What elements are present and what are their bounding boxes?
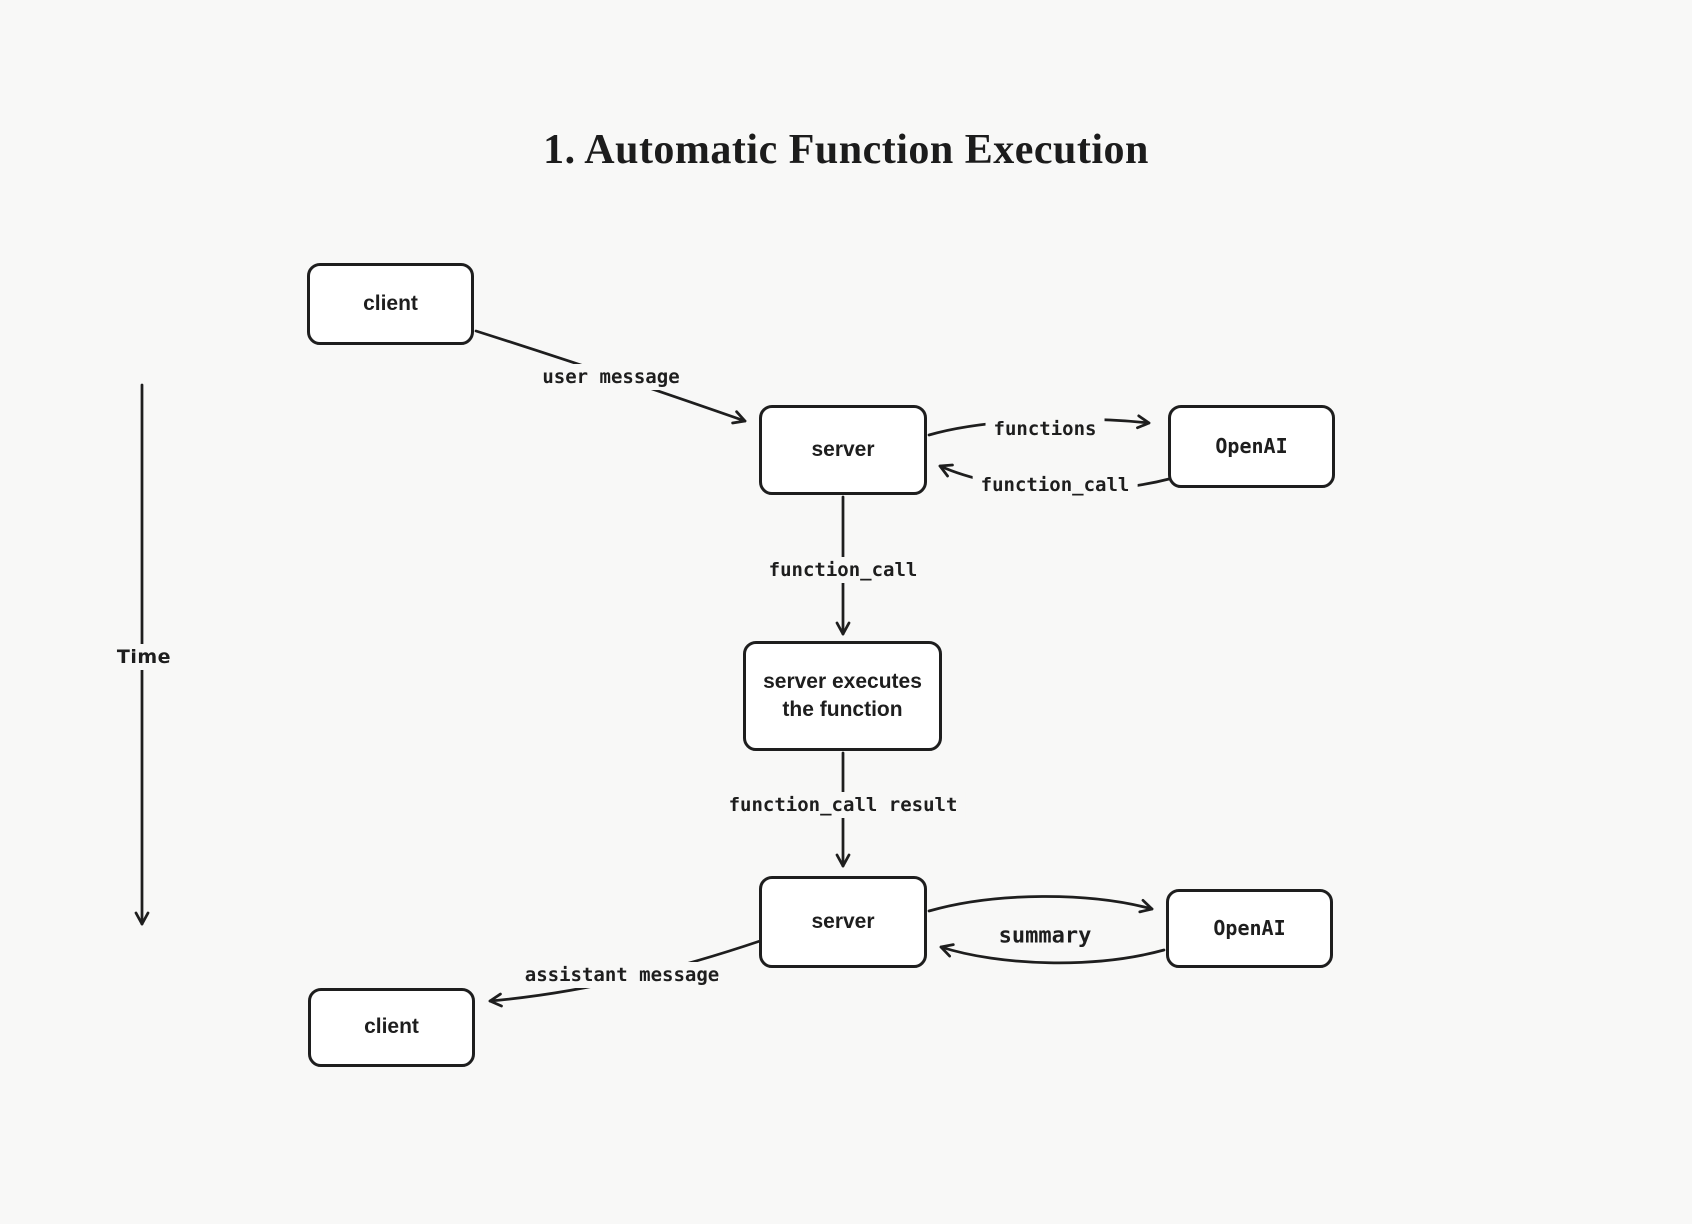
edge-label-user-message: user message — [534, 364, 688, 390]
edge-label-assistant-message: assistant message — [516, 962, 728, 988]
node-openai-bottom-label: OpenAI — [1213, 916, 1286, 940]
edge-label-function-call-result: function_call result — [720, 792, 966, 818]
edge-summary-return — [939, 943, 1166, 965]
node-server-executes-line1: server executes — [763, 669, 922, 693]
node-server-top-label: server — [811, 437, 875, 461]
edge-label-function-call-return: function_call — [972, 472, 1138, 498]
node-server-bottom-label: server — [811, 909, 875, 933]
node-openai-bottom: OpenAI — [1166, 889, 1333, 968]
node-server-bottom: server — [759, 876, 927, 968]
diagram-title: 1. Automatic Function Execution — [543, 127, 1149, 174]
node-openai-top-label: OpenAI — [1215, 434, 1288, 458]
node-client-top: client — [307, 263, 474, 345]
time-axis-label: Time — [110, 644, 178, 670]
edge-label-functions: functions — [985, 416, 1105, 442]
edge-summary-request — [927, 895, 1154, 914]
edge-label-function-call-down: function_call — [760, 557, 926, 583]
node-client-bottom-label: client — [364, 1015, 419, 1039]
node-openai-top: OpenAI — [1168, 405, 1335, 488]
edge-label-summary: summary — [990, 921, 1100, 951]
node-server-top: server — [759, 405, 927, 495]
node-server-executes: server executes the function — [743, 641, 942, 751]
node-server-executes-line2: the function — [782, 698, 903, 721]
node-client-top-label: client — [363, 291, 418, 315]
node-client-bottom: client — [308, 988, 475, 1067]
